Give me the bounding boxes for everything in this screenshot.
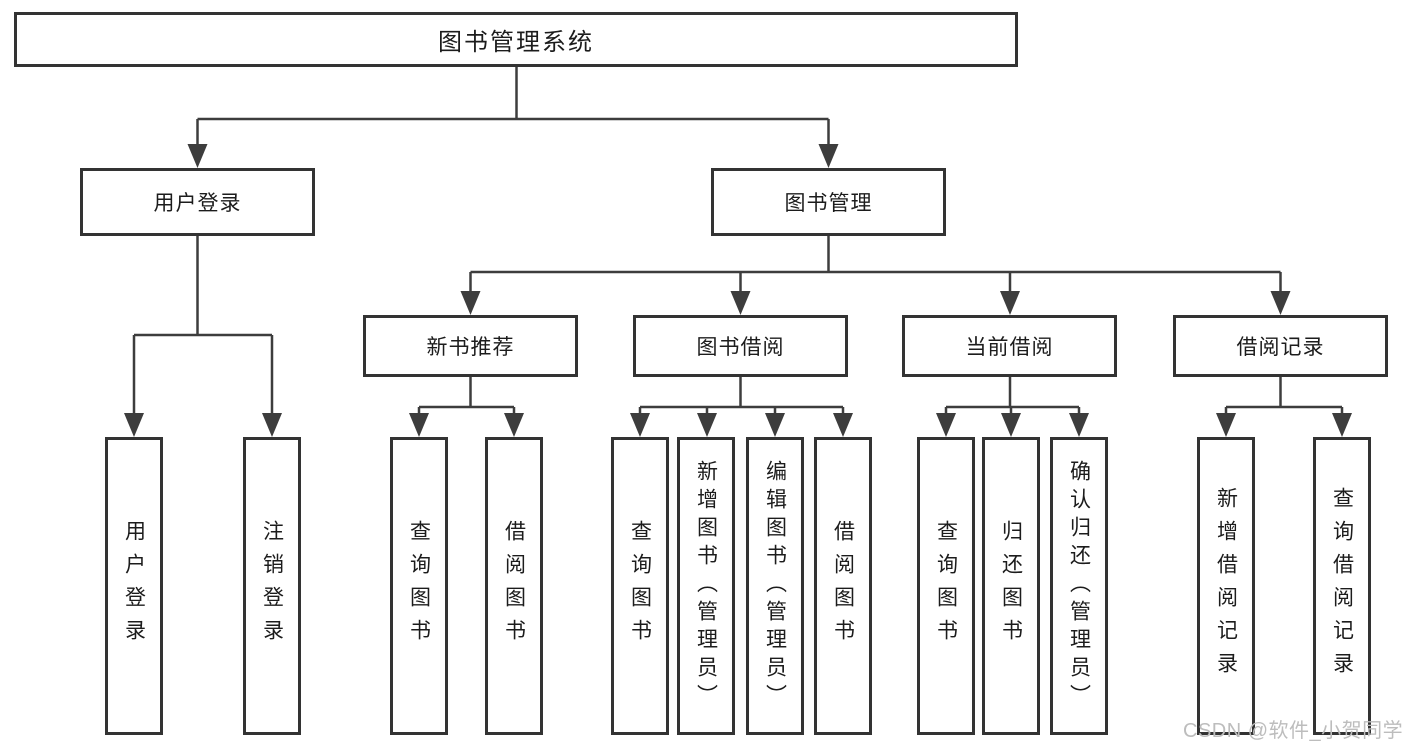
node-label: 新增借阅记录 xyxy=(1214,487,1238,685)
node-borrow-records: 借阅记录 xyxy=(1173,315,1388,377)
node-label: 图书借阅 xyxy=(696,336,785,359)
node-label: 查询借阅记录 xyxy=(1330,487,1354,685)
node-label: 查询图书 xyxy=(407,520,431,652)
node-label: 借阅图书 xyxy=(502,520,526,652)
node-root: 图书管理系统 xyxy=(14,12,1018,67)
node-label: 用户登录 xyxy=(122,520,146,652)
node-book-borrow: 图书借阅 xyxy=(633,315,848,377)
leaf-logout: 注销登录 xyxy=(243,437,301,735)
node-current-borrow: 当前借阅 xyxy=(902,315,1117,377)
node-label: 查询图书 xyxy=(628,520,652,652)
node-label: 图书管理系统 xyxy=(438,29,594,56)
leaf-query-books-recommend: 查询图书 xyxy=(390,437,448,735)
leaf-confirm-return-admin: 确认归还（管理员） xyxy=(1050,437,1108,735)
node-label: 当前借阅 xyxy=(965,336,1054,359)
node-label: 编辑图书（管理员） xyxy=(763,460,787,712)
leaf-edit-book-admin: 编辑图书（管理员） xyxy=(746,437,804,735)
node-label: 借阅记录 xyxy=(1236,336,1325,359)
node-new-book-recommend: 新书推荐 xyxy=(363,315,578,377)
node-user-login: 用户登录 xyxy=(80,168,315,236)
node-label: 注销登录 xyxy=(260,520,284,652)
leaf-borrow-books-borrow: 借阅图书 xyxy=(814,437,872,735)
node-label: 新增图书（管理员） xyxy=(694,460,718,712)
leaf-query-borrow-record: 查询借阅记录 xyxy=(1313,437,1371,735)
node-label: 归还图书 xyxy=(999,520,1023,652)
leaf-add-borrow-record: 新增借阅记录 xyxy=(1197,437,1255,735)
node-label: 新书推荐 xyxy=(426,336,515,359)
leaf-query-books-borrow: 查询图书 xyxy=(611,437,669,735)
leaf-user-login: 用户登录 xyxy=(105,437,163,735)
node-label: 用户登录 xyxy=(153,192,242,215)
node-label: 借阅图书 xyxy=(831,520,855,652)
leaf-borrow-books-recommend: 借阅图书 xyxy=(485,437,543,735)
watermark: CSDN @软件_小贺同学 xyxy=(1183,720,1404,742)
node-book-management: 图书管理 xyxy=(711,168,946,236)
leaf-query-books-current: 查询图书 xyxy=(917,437,975,735)
node-label: 图书管理 xyxy=(784,192,873,215)
leaf-add-book-admin: 新增图书（管理员） xyxy=(677,437,735,735)
leaf-return-books: 归还图书 xyxy=(982,437,1040,735)
node-label: 查询图书 xyxy=(934,520,958,652)
node-label: 确认归还（管理员） xyxy=(1067,460,1091,712)
